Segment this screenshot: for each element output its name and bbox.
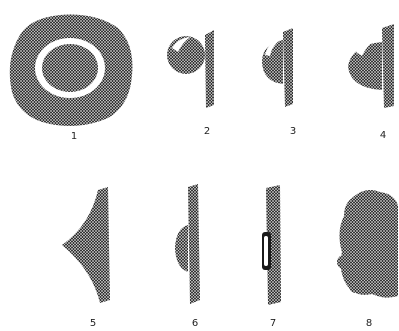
stage-label-8: 8 bbox=[359, 318, 379, 330]
stage-5-shape bbox=[62, 187, 110, 303]
stage-1-shape bbox=[10, 15, 133, 126]
stage-2-shape bbox=[167, 30, 214, 108]
stage-label-4: 4 bbox=[373, 130, 393, 142]
stage-8-shape bbox=[337, 190, 398, 298]
stage-3-shape bbox=[262, 28, 293, 107]
stage-label-1: 1 bbox=[64, 131, 84, 143]
stage-7-shape bbox=[262, 185, 281, 305]
stage-label-3: 3 bbox=[283, 126, 303, 138]
stage-6-shape bbox=[175, 184, 200, 304]
stage-label-7: 7 bbox=[263, 318, 283, 330]
stage-label-6: 6 bbox=[185, 318, 205, 330]
stage-label-2: 2 bbox=[197, 126, 217, 138]
stage-label-5: 5 bbox=[83, 318, 103, 330]
stage-4-shape bbox=[348, 24, 394, 108]
